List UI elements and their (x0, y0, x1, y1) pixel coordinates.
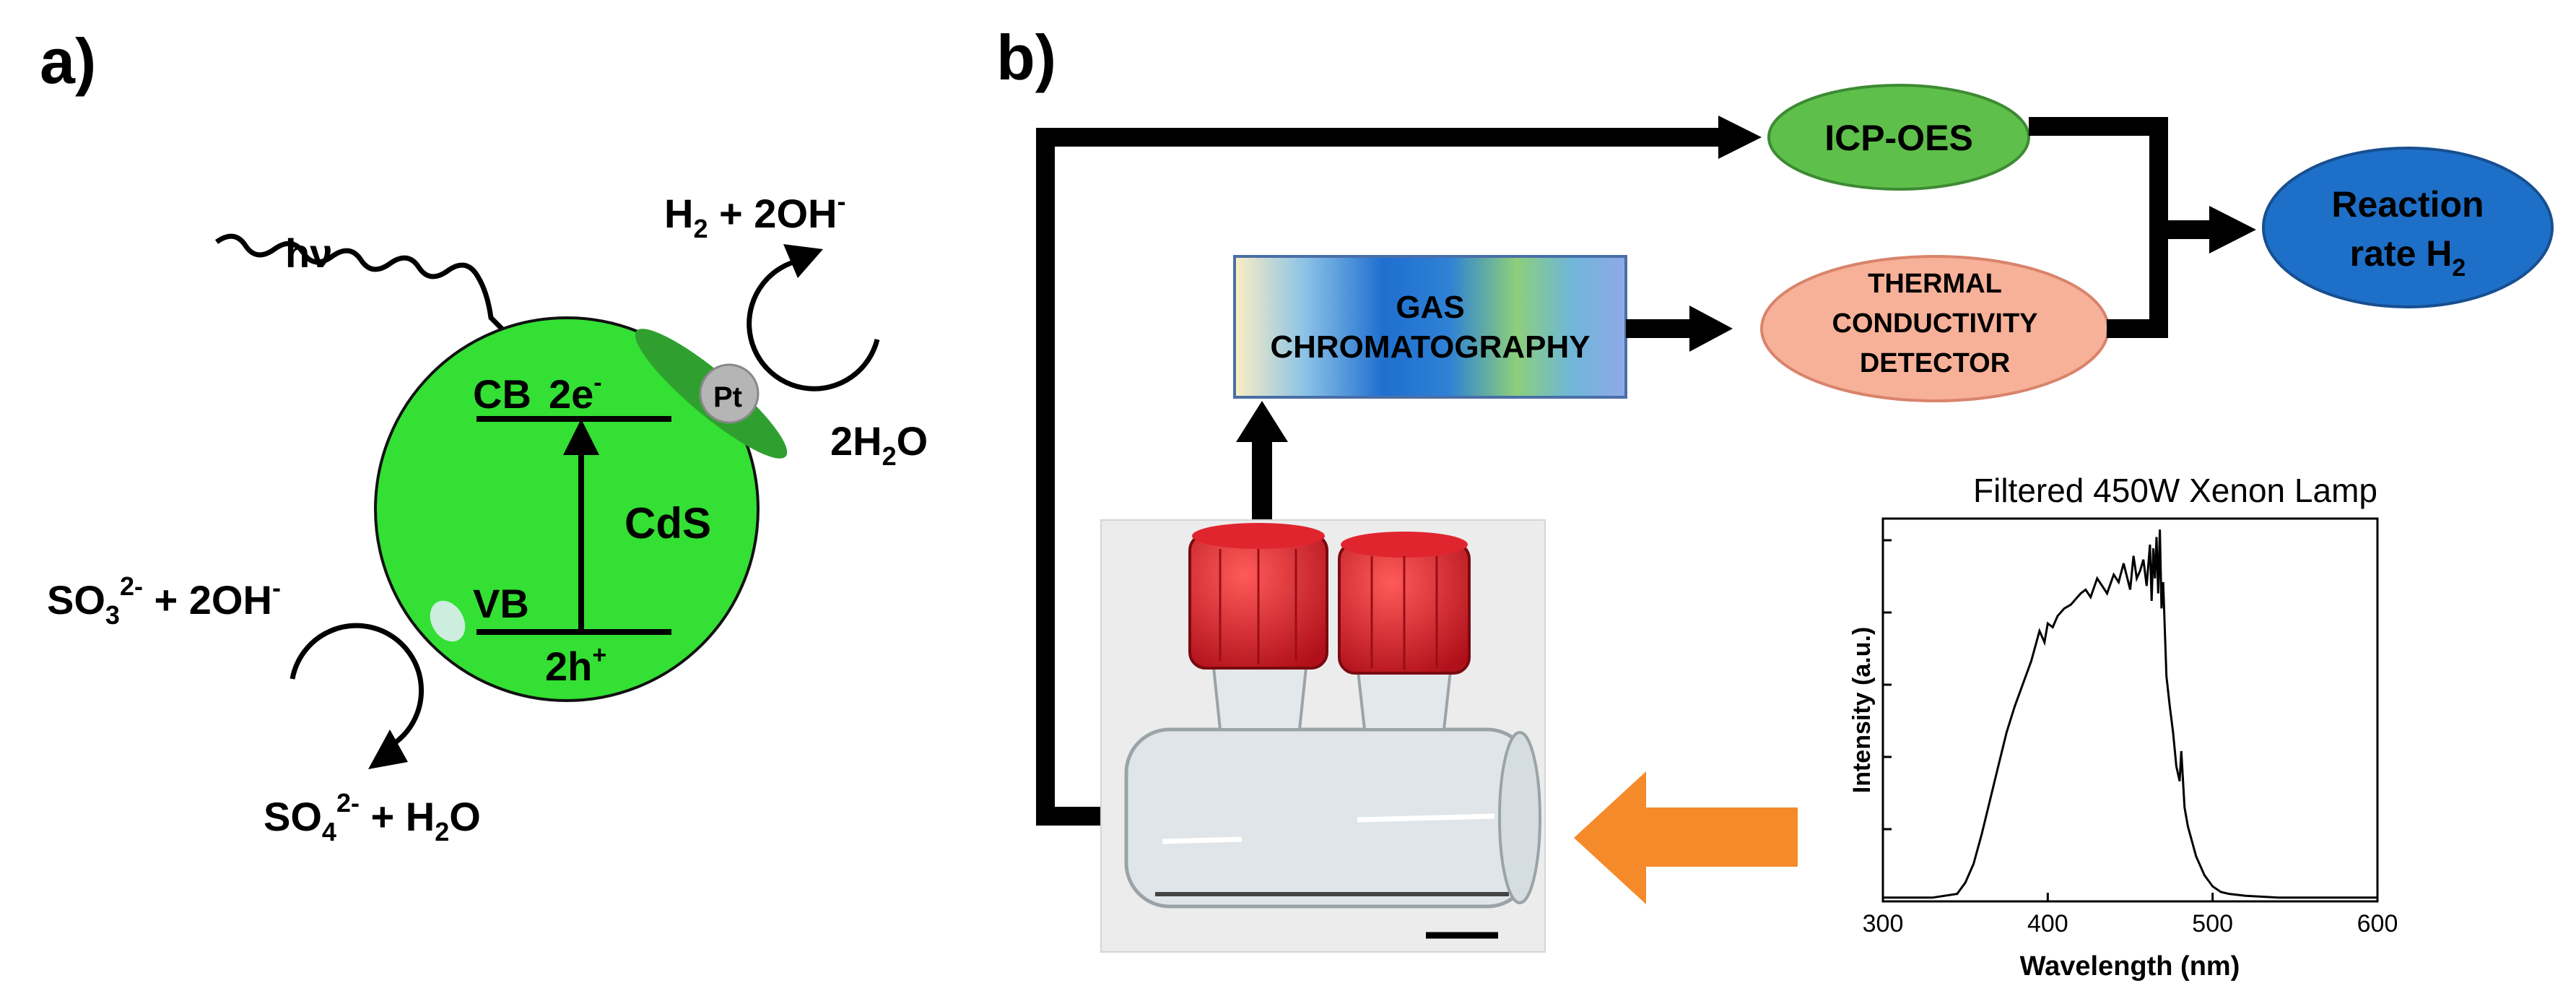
sulfate-label: SO42- + H2O (264, 788, 481, 846)
plot-frame (1881, 517, 2379, 903)
vb-label: VB (473, 581, 529, 626)
x-ticks: 300 400 500 600 (1863, 893, 2398, 937)
x-axis-label: Wavelength (nm) (2020, 951, 2240, 982)
panel-b-label: b) (996, 22, 1056, 93)
gas-chromatography-box (1233, 255, 1627, 399)
x-tick-label: 300 (1863, 910, 1904, 937)
reaction-arrowhead (2209, 206, 2256, 254)
tcd-label-line1: THERMAL (1868, 269, 2002, 299)
cds-label: CdS (625, 499, 711, 547)
reaction-rate-node (2262, 147, 2554, 308)
tcd-merge-line (2107, 224, 2168, 338)
h2-product-label: H2 + 2OH- (664, 186, 845, 243)
y-ticks (1883, 539, 1892, 831)
tcd-label-line3: DETECTOR (1860, 348, 2010, 378)
x-tick-label: 600 (2357, 910, 2398, 937)
cds-particle (374, 316, 760, 702)
light-label: hν (285, 230, 332, 276)
cb-label: CB (473, 371, 531, 417)
hole-site-spot (430, 600, 466, 642)
holes-label: 2h+ (545, 641, 606, 689)
icp-oes-label: ICP-OES (1824, 118, 1973, 158)
water-label: 2H2O (830, 418, 928, 471)
sulfite-label: SO32- + 2OH- (47, 571, 281, 630)
left-neck (1211, 659, 1309, 731)
gc-label-line2: CHROMATOGRAPHY (1270, 329, 1590, 365)
light-source-arrow (1574, 771, 1798, 904)
reactor-to-icp-line (1036, 128, 1718, 826)
reaction-rate-line2: rate H2 (2350, 233, 2466, 282)
tcd-label-line2: CONDUCTIVITY (1832, 308, 2038, 339)
gc-label-line1: GAS (1396, 290, 1464, 325)
electrons-label: 2e- (549, 369, 602, 417)
pt-label: Pt (713, 381, 742, 413)
reduction-cycle-arrow (747, 257, 880, 391)
photon-wave (214, 233, 522, 349)
tcd-arrowhead (1689, 306, 1733, 352)
icp-oes-node (1767, 84, 2030, 191)
panel-b: b) GAS CHROMATOGRAPHY ICP-OES THERMAL CO… (996, 22, 2554, 982)
pt-cocatalyst (699, 363, 760, 424)
x-tick-label: 400 (2027, 910, 2068, 937)
icp-merge-line (2029, 117, 2168, 231)
y-axis-label: Intensity (a.u.) (1848, 627, 1876, 793)
reactor-photo (1100, 519, 1546, 953)
oxidation-cycle-arrowhead (368, 729, 408, 769)
spectrum-series-line (1883, 529, 2377, 899)
reduction-cycle-arrowhead (783, 244, 823, 278)
gc-arrowhead (1236, 401, 1288, 442)
reaction-rate-line1: Reaction (2331, 184, 2484, 225)
icp-arrowhead (1718, 116, 1762, 159)
excitation-arrowhead (563, 419, 599, 455)
x-tick-label: 500 (2192, 910, 2233, 937)
panel-a: a) hν Pt CB 2e- CdS VB 2h+ H2 + 2OH- 2H2… (40, 25, 928, 846)
panel-a-label: a) (40, 25, 96, 97)
lamp-spectrum-chart: Filtered 450W Xenon Lamp Intensity (a.u.… (1848, 472, 2398, 982)
oxidation-cycle-arrow (290, 623, 425, 746)
chart-title: Filtered 450W Xenon Lamp (1973, 472, 2377, 509)
